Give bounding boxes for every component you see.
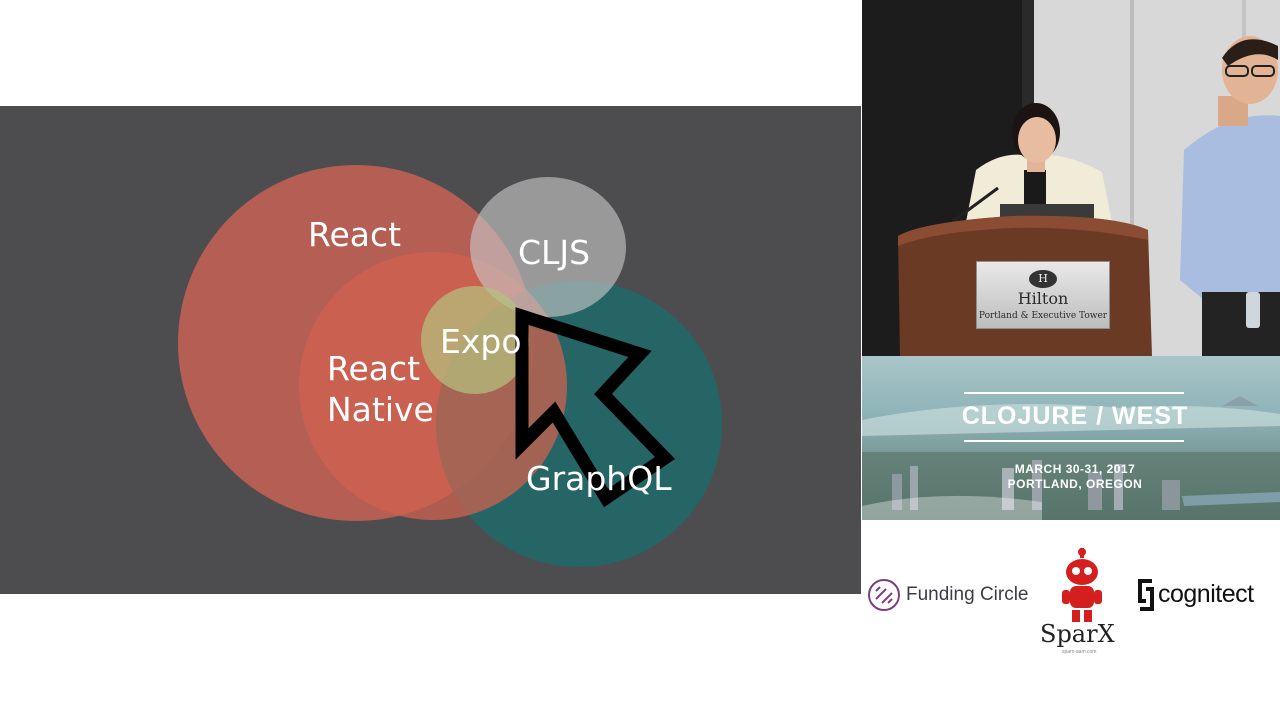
title-rule-bottom (964, 440, 1184, 442)
mouse-pointer-icon (515, 307, 676, 508)
react-label: React (308, 215, 402, 254)
expo-circle (421, 286, 529, 394)
city-skyline (862, 396, 1280, 520)
sparx-robot-icon (1062, 548, 1102, 622)
podium-subtitle: Portland & Executive Tower (978, 311, 1108, 321)
graphql-label: GraphQL (526, 459, 672, 498)
slide-area: React React Native CLJS Expo GraphQL (0, 106, 861, 594)
cljs-circle (470, 177, 626, 317)
cognitect-icon (1138, 579, 1154, 611)
react-native-label-line1: React (327, 349, 421, 388)
podium-brand: Hilton (1017, 289, 1069, 308)
conference-banner (862, 356, 1280, 520)
hilton-logo: H (1029, 270, 1057, 288)
speaker-video: H Hilton Portland & Executive Tower (862, 0, 1280, 356)
presentation-slide: React React Native CLJS Expo GraphQL (0, 106, 861, 594)
sponsor-strip (862, 520, 1280, 720)
sparx-logo: SparX (1040, 620, 1115, 648)
sparx-url: sparx-aam.com (1062, 649, 1097, 655)
expo-label: Expo (440, 322, 522, 361)
funding-circle-icon (868, 579, 900, 611)
right-panel: H Hilton Portland & Executive Tower CLOJ… (862, 0, 1280, 720)
conference-title: CLOJURE / WEST (961, 402, 1189, 430)
conference-dates: MARCH 30-31, 2017 (1014, 462, 1136, 476)
venn-diagram (178, 165, 722, 567)
title-rule-top (964, 392, 1184, 394)
conference-location: PORTLAND, OREGON (1007, 477, 1143, 491)
react-native-label-line2: Native (327, 390, 434, 429)
cognitect-logo: cognitect (1158, 580, 1254, 608)
presenter-man (1180, 36, 1280, 356)
cljs-label: CLJS (518, 233, 591, 272)
podium-sign: H Hilton Portland & Executive Tower (976, 261, 1110, 329)
funding-circle-logo: Funding Circle (906, 584, 1029, 605)
